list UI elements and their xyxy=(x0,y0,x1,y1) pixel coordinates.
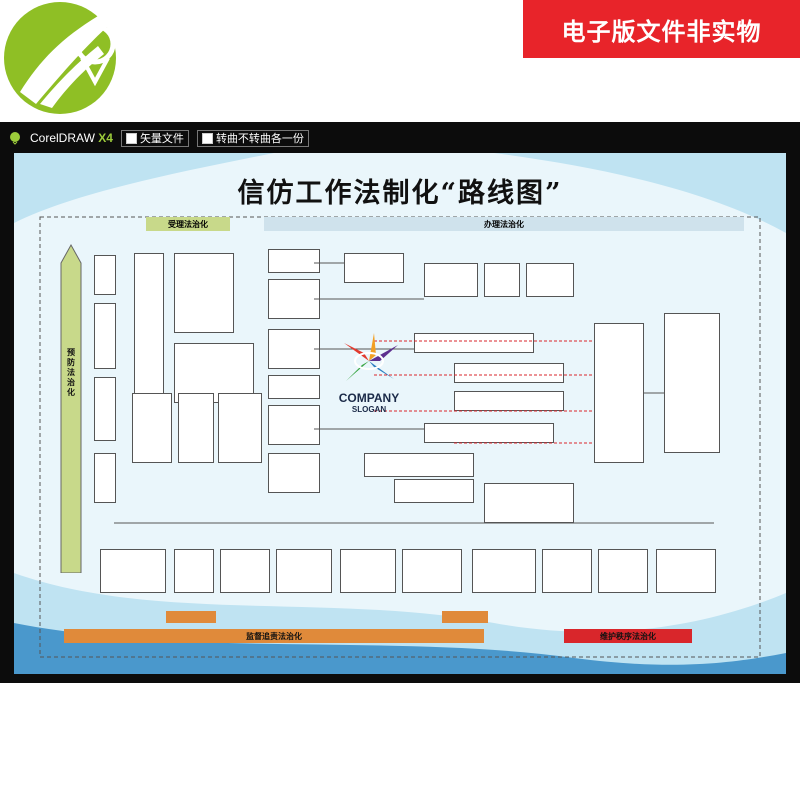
handle-box-18 xyxy=(594,323,644,463)
coreldraw-logo-icon xyxy=(4,2,116,114)
coreldraw-balloon-icon xyxy=(10,132,20,145)
handle-box-2 xyxy=(268,279,320,319)
watermark-slogan: SLOGAN xyxy=(351,405,387,414)
supervise-box-7 xyxy=(472,549,536,593)
handle-box-16 xyxy=(394,479,474,503)
prevent-box-2 xyxy=(94,303,116,369)
accept-box-5 xyxy=(178,393,214,463)
poster-title: 信仿工作法制化“路线图” xyxy=(237,178,563,209)
handle-section-label: 办理法治化 xyxy=(264,217,744,231)
software-badges: CorelDRAW X4 ✓ 矢量文件 ✓ 转曲不转曲各一份 xyxy=(8,128,309,148)
supervise-box-2 xyxy=(174,549,214,593)
watermark-company: COMPANY xyxy=(338,391,400,405)
accept-box-1 xyxy=(134,253,164,403)
app-name: CorelDRAW X4 xyxy=(30,131,113,145)
prevent-box-1 xyxy=(94,255,116,295)
handle-box-15 xyxy=(364,453,474,477)
poster-background-waves xyxy=(14,153,786,674)
prevent-box-4 xyxy=(94,453,116,503)
accept-section-label: 受理法治化 xyxy=(146,217,230,231)
poster: 信仿工作法制化“路线图” 受理法治化 办理法治化 预防法治化 xyxy=(14,153,786,674)
supervise-box-4 xyxy=(276,549,332,593)
handle-box-8 xyxy=(424,263,478,297)
order-section-label: 维护秩序法治化 xyxy=(564,629,692,643)
accept-box-2 xyxy=(174,253,234,333)
prevent-box-3 xyxy=(94,377,116,441)
handle-box-12 xyxy=(454,363,564,383)
handle-box-6 xyxy=(268,453,320,493)
flow-connector-lines xyxy=(114,262,714,524)
handle-box-5 xyxy=(268,405,320,445)
supervise-box-5 xyxy=(340,549,396,593)
outline-badge: ✓ 转曲不转曲各一份 xyxy=(196,129,309,147)
checkbox-icon: ✓ xyxy=(125,132,137,144)
supervise-box-8 xyxy=(542,549,592,593)
accept-box-4 xyxy=(132,393,172,463)
supervise-box-3 xyxy=(220,549,270,593)
prevent-section-label: 预防法治化 xyxy=(66,348,76,398)
supervise-box-1 xyxy=(100,549,166,593)
accept-box-6 xyxy=(218,393,262,463)
supervise-box-9 xyxy=(598,549,648,593)
handle-box-1 xyxy=(268,249,320,273)
supervise-box-6 xyxy=(402,549,462,593)
checkbox-icon: ✓ xyxy=(201,132,213,144)
company-logo-icon xyxy=(344,333,398,381)
handle-box-9 xyxy=(484,263,520,297)
handle-box-4 xyxy=(268,375,320,399)
supervise-section-label: 监督追责法治化 xyxy=(64,629,484,643)
bottom-margin xyxy=(0,683,800,800)
handle-box-10 xyxy=(526,263,574,297)
electronic-file-banner: 电子版文件非实物 xyxy=(523,0,800,58)
vector-file-badge: ✓ 矢量文件 xyxy=(120,129,189,147)
handle-box-19 xyxy=(664,313,720,453)
supervise-small-bar xyxy=(166,611,216,623)
handle-box-11 xyxy=(414,333,534,353)
handle-box-7 xyxy=(344,253,404,283)
prevent-arrow-shape xyxy=(60,243,82,573)
supervise-box-10 xyxy=(656,549,716,593)
supervise-small-bar-right xyxy=(442,611,488,623)
